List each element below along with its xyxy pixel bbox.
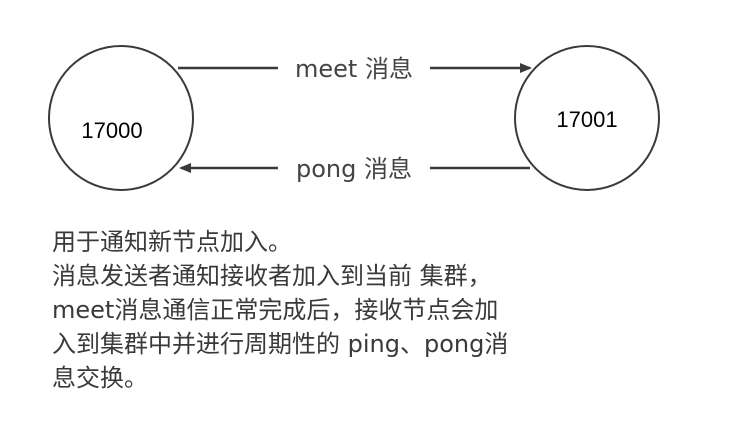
description-line: 入到集群中并进行周期性的 ping、pong消: [52, 330, 509, 358]
node-17001-label: 17001: [556, 107, 617, 132]
node-17001: 17001: [514, 45, 660, 191]
edge-pong-label: pong 消息: [296, 155, 412, 183]
node-17000: 17000: [48, 45, 194, 191]
edge-pong-label-bg: [278, 150, 430, 184]
description-line: 消息发送者通知接收者加入到当前 集群，: [52, 262, 492, 290]
description-line: meet消息通信正常完成后，接收节点会加: [52, 296, 499, 324]
node-17000-label: 17000: [81, 118, 142, 143]
edge-pong: pong 消息: [179, 150, 530, 184]
edge-meet-label: meet 消息: [295, 55, 413, 83]
edge-meet-label-bg: [278, 50, 430, 84]
description-line: 用于通知新节点加入。: [52, 228, 292, 256]
edge-meet: meet 消息: [178, 50, 532, 84]
node-17000-circle: [48, 45, 194, 191]
node-17001-circle: [514, 45, 660, 191]
description-line: 息交换。: [52, 364, 148, 392]
description: 用于通知新节点加入。 消息发送者通知接收者加入到当前 集群， meet消息通信正…: [52, 225, 732, 395]
